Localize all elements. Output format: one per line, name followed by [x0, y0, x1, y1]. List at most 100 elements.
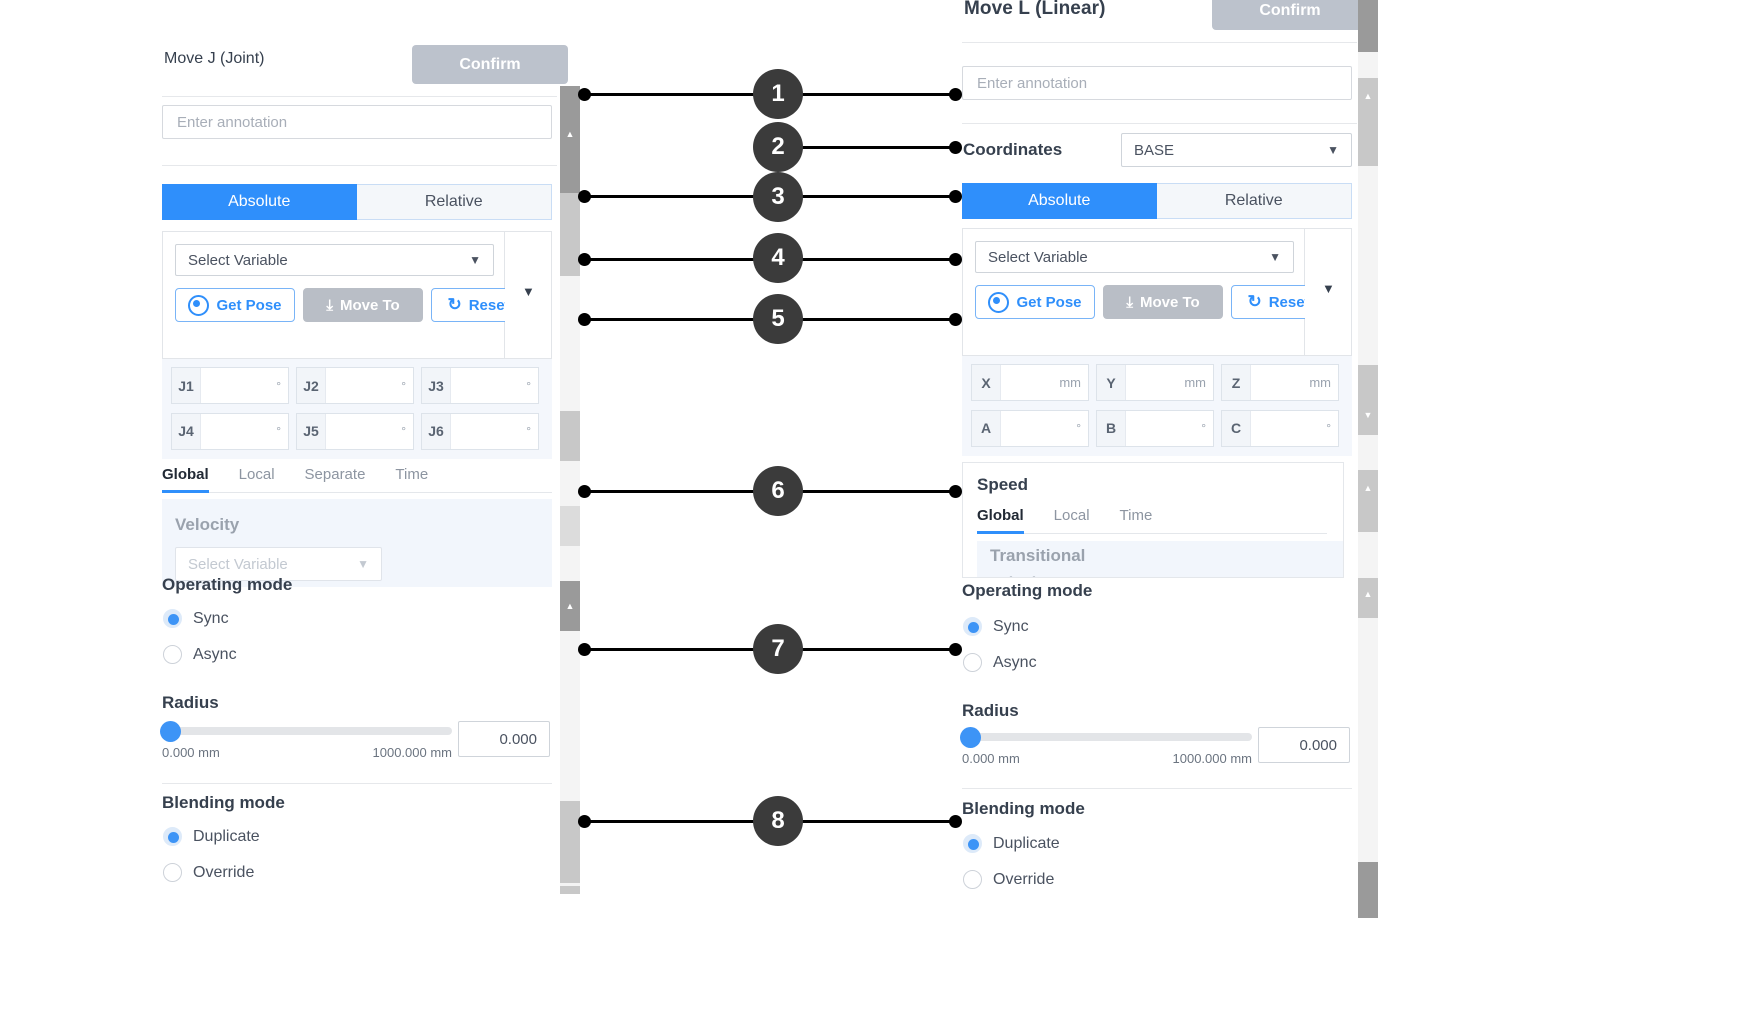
move-l-confirm-button[interactable]: Confirm [1212, 0, 1368, 30]
move-j-scrollbar-thumb-mid[interactable] [560, 193, 580, 276]
chevron-up-icon[interactable]: ▲ [1363, 91, 1373, 101]
move-l-annotation-input[interactable]: Enter annotation [962, 66, 1352, 100]
joint-field-j4[interactable]: J4 ° [171, 412, 289, 450]
move-j-tab-relative[interactable]: Relative [356, 184, 552, 220]
radio-icon[interactable] [163, 645, 182, 664]
tab-time[interactable]: Time [395, 466, 429, 483]
pose-field-a-input[interactable]: ° [1076, 421, 1081, 435]
slider-track[interactable] [960, 727, 1252, 748]
move-l-radius-slider[interactable]: 0.000 mm 1000.000 mm [960, 727, 1252, 766]
move-j-scrollbar-thumb-3[interactable] [560, 506, 580, 546]
move-j-mode-toggle[interactable]: Absolute Relative [162, 184, 552, 220]
move-j-scrollbar-thumb-6[interactable] [560, 886, 580, 894]
radio-icon[interactable] [163, 863, 182, 882]
slider-knob[interactable] [960, 727, 981, 748]
move-l-scrollbar[interactable]: ▲ ▼ ▲ ▲ [1358, 0, 1378, 918]
move-j-scrollbar-thumb-2[interactable] [560, 411, 580, 461]
move-l-scrollbar-thumb-4[interactable]: ▲ [1358, 578, 1378, 618]
move-j-operating-mode-sync[interactable]: Sync [163, 609, 229, 628]
pose-field-y-input[interactable]: mm [1184, 375, 1206, 390]
move-l-mode-toggle[interactable]: Absolute Relative [962, 183, 1352, 219]
joint-field-j2-input[interactable]: ° [401, 378, 406, 393]
joint-field-j5-input[interactable]: ° [401, 424, 406, 438]
joint-field-j2[interactable]: J2 ° [296, 367, 414, 404]
pose-field-b-input[interactable]: ° [1201, 421, 1206, 435]
move-j-velocity-select[interactable]: Select Variable ▼ [175, 547, 382, 581]
tab-global[interactable]: Global [162, 466, 209, 493]
move-j-move-to-button[interactable]: ⤓ Move To [303, 288, 423, 322]
radio-icon[interactable] [963, 617, 982, 636]
move-l-tab-absolute[interactable]: Absolute [962, 183, 1157, 219]
move-l-operating-mode-sync[interactable]: Sync [963, 617, 1029, 636]
radio-icon[interactable] [963, 653, 982, 672]
pose-field-c-input[interactable]: ° [1326, 421, 1331, 435]
move-l-expand-caret-box[interactable]: ▼ [1305, 228, 1352, 356]
pose-field-c[interactable]: C ° [1221, 409, 1339, 447]
move-j-get-pose-button[interactable]: Get Pose [175, 288, 295, 322]
move-l-scrollbar-thumb-3[interactable]: ▲ [1358, 470, 1378, 532]
tab-separate[interactable]: Separate [304, 466, 366, 483]
move-l-coordinates-select[interactable]: BASE ▼ [1121, 133, 1352, 167]
tab-local[interactable]: Local [1053, 507, 1090, 524]
move-j-scrollbar[interactable]: ▲ ▲ [560, 86, 580, 894]
pose-field-x[interactable]: X mm [971, 364, 1089, 401]
tab-time[interactable]: Time [1119, 507, 1153, 524]
radio-icon[interactable] [963, 870, 982, 889]
move-l-blending-mode-override[interactable]: Override [963, 870, 1054, 889]
slider-knob[interactable] [160, 721, 181, 742]
move-j-blending-mode-override[interactable]: Override [163, 863, 254, 882]
joint-field-j4-input[interactable]: ° [276, 424, 281, 438]
chevron-up-icon[interactable]: ▲ [1363, 483, 1373, 493]
pose-field-x-input[interactable]: mm [1059, 375, 1081, 390]
move-j-confirm-button[interactable]: Confirm [412, 45, 568, 84]
slider-track[interactable] [160, 721, 452, 742]
move-j-annotation-input[interactable]: Enter annotation [162, 105, 552, 139]
move-j-variable-select[interactable]: Select Variable ▼ [175, 244, 494, 276]
move-l-scrollbar-thumb-2[interactable]: ▼ [1358, 365, 1378, 435]
move-l-tab-relative[interactable]: Relative [1156, 183, 1352, 219]
move-l-speed-tabs[interactable]: Global Local Time [977, 507, 1327, 534]
pose-field-z-input[interactable]: mm [1309, 375, 1331, 390]
pose-field-b[interactable]: B ° [1096, 409, 1214, 447]
move-l-variable-select[interactable]: Select Variable ▼ [975, 241, 1294, 273]
pose-field-y[interactable]: Y mm [1096, 364, 1214, 401]
pose-field-a[interactable]: A ° [971, 409, 1089, 447]
move-j-scrollbar-thumb-top[interactable]: ▲ [560, 86, 580, 193]
move-j-speed-tabs[interactable]: Global Local Separate Time [162, 466, 552, 493]
move-l-get-pose-button[interactable]: Get Pose [975, 285, 1095, 319]
move-l-scrollbar-thumb-bottom[interactable] [1358, 862, 1378, 918]
chevron-down-icon[interactable]: ▼ [1363, 410, 1373, 420]
move-j-radius-slider[interactable]: 0.000 mm 1000.000 mm [160, 721, 452, 760]
joint-field-j3-input[interactable]: ° [526, 378, 531, 393]
joint-field-j5[interactable]: J5 ° [296, 412, 414, 450]
move-j-tab-absolute[interactable]: Absolute [162, 184, 357, 220]
chevron-up-icon[interactable]: ▲ [565, 129, 575, 139]
move-j-expand-caret-box[interactable]: ▼ [505, 231, 552, 359]
joint-field-j1-input[interactable]: ° [276, 378, 281, 393]
move-l-operating-mode-async[interactable]: Async [963, 653, 1037, 672]
joint-field-j3[interactable]: J3 ° [421, 367, 539, 404]
move-l-radius-value-input[interactable]: 0.000 [1258, 727, 1350, 763]
radio-icon[interactable] [963, 834, 982, 853]
move-j-operating-mode-async[interactable]: Async [163, 645, 237, 664]
radio-icon[interactable] [163, 827, 182, 846]
move-l-move-to-button[interactable]: ⤓ Move To [1103, 285, 1223, 319]
move-l-scrollbar-thumb-top[interactable] [1358, 0, 1378, 52]
move-j-blending-mode-duplicate[interactable]: Duplicate [163, 827, 260, 846]
move-j-radius-value-input[interactable]: 0.000 [458, 721, 550, 757]
target-icon [188, 294, 210, 316]
move-j-scrollbar-thumb-5[interactable] [560, 801, 580, 883]
radio-icon[interactable] [163, 609, 182, 628]
joint-field-j6-input[interactable]: ° [526, 424, 531, 438]
move-l-pose-fields: X mm Y mm Z mm A ° B ° C ° [962, 356, 1352, 456]
pose-field-z[interactable]: Z mm [1221, 364, 1339, 401]
move-l-scrollbar-thumb-1[interactable]: ▲ [1358, 78, 1378, 166]
chevron-up-icon[interactable]: ▲ [565, 601, 575, 611]
move-j-scrollbar-thumb-4[interactable]: ▲ [560, 581, 580, 631]
chevron-up-icon[interactable]: ▲ [1363, 589, 1373, 599]
tab-global[interactable]: Global [977, 507, 1024, 534]
tab-local[interactable]: Local [238, 466, 275, 483]
joint-field-j1[interactable]: J1 ° [171, 367, 289, 404]
move-l-blending-mode-duplicate[interactable]: Duplicate [963, 834, 1060, 853]
joint-field-j6[interactable]: J6 ° [421, 412, 539, 450]
